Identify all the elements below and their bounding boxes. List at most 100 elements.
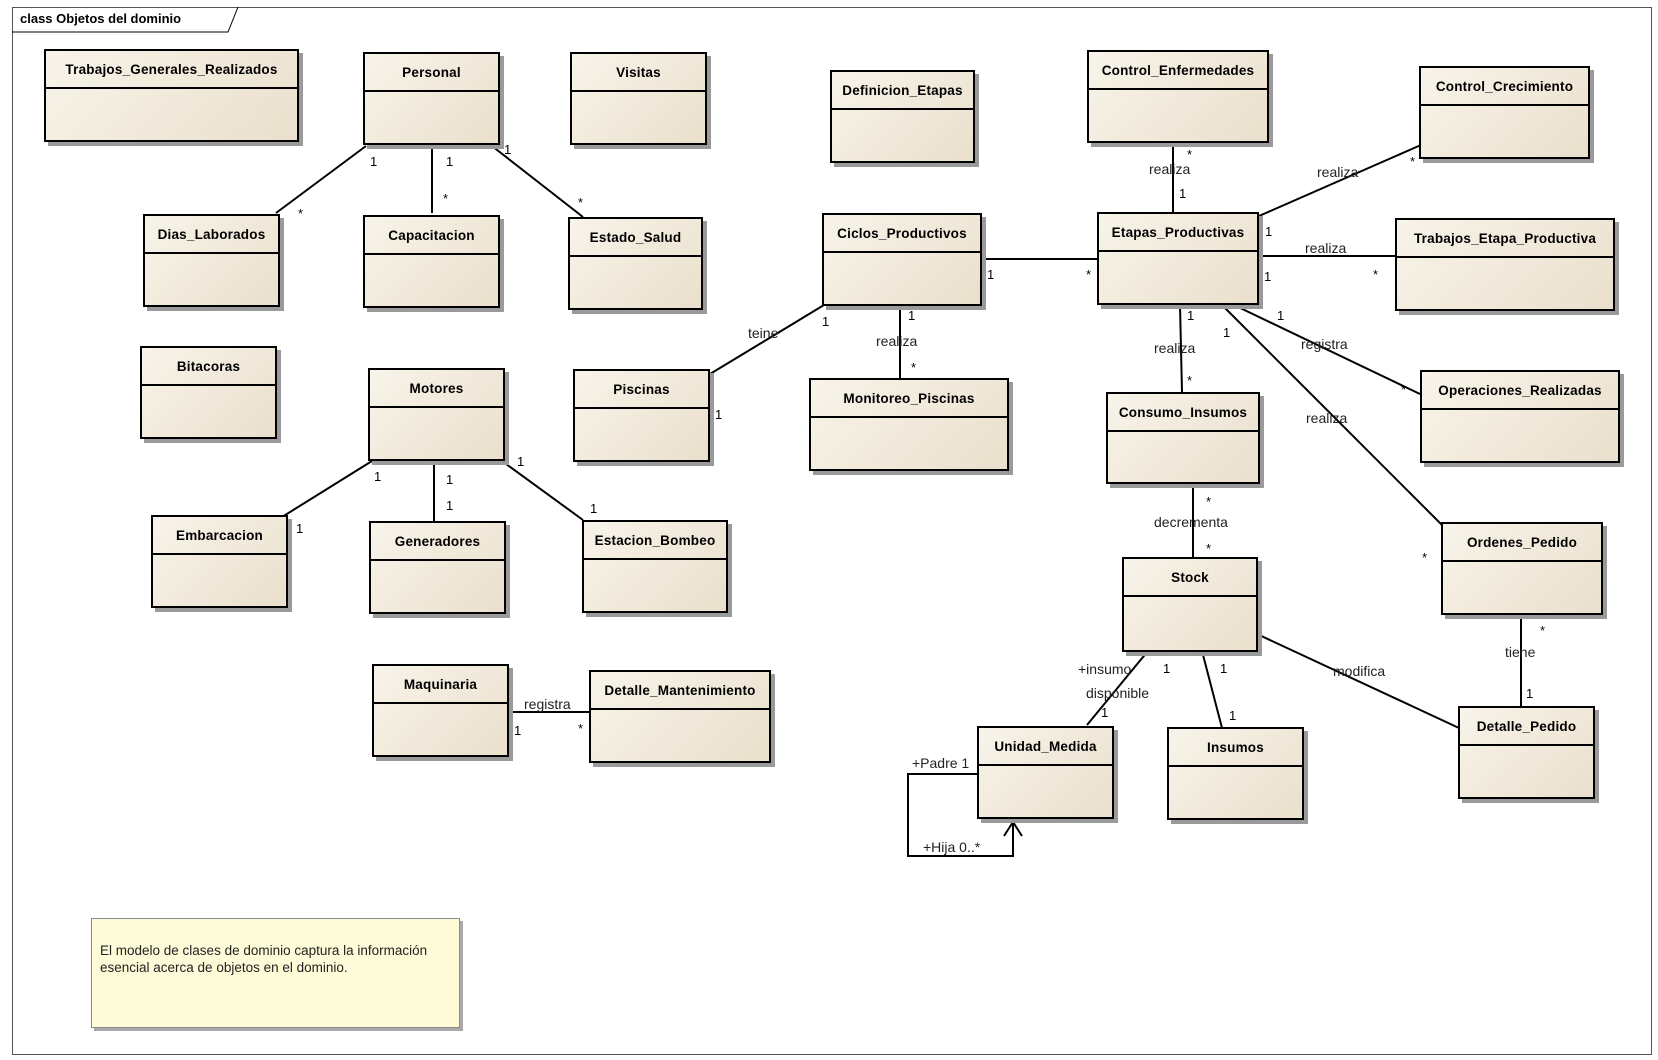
class-name: Stock <box>1124 559 1256 597</box>
multiplicity: 1 <box>1277 308 1285 323</box>
assoc-stock-unidad <box>1086 650 1149 726</box>
class-name: Definicion_Etapas <box>832 72 973 110</box>
label-disponible: disponible <box>1086 685 1150 701</box>
class-name: Control_Enfermedades <box>1089 52 1267 90</box>
frame-tab-border <box>12 6 239 33</box>
class-name: Capacitacion <box>365 217 498 255</box>
class-name: Personal <box>365 54 498 92</box>
class-control-enfermedades[interactable]: Control_Enfermedades <box>1087 50 1269 143</box>
class-unidad-medida[interactable]: Unidad_Medida <box>977 726 1114 819</box>
label-tiene: tiene <box>1505 644 1536 660</box>
class-detalle-pedido[interactable]: Detalle_Pedido <box>1458 706 1595 799</box>
class-name: Insumos <box>1169 729 1302 767</box>
multiplicity: 1 <box>1220 661 1228 676</box>
multiplicity: * <box>1401 382 1407 397</box>
note-text: El modelo de clases de dominio captura l… <box>100 943 428 975</box>
assoc-unidad-self-arrow <box>1003 820 1023 837</box>
assoc-motores-embarcacion <box>281 460 373 518</box>
label-hija-role: +Hija 0..* <box>923 839 981 855</box>
label-teine: teine <box>748 325 779 341</box>
multiplicity: * <box>578 721 584 736</box>
multiplicity: 1 <box>987 267 995 282</box>
class-operaciones-realizadas[interactable]: Operaciones_Realizadas <box>1420 370 1620 463</box>
class-ordenes-pedido[interactable]: Ordenes_Pedido <box>1441 522 1603 615</box>
multiplicity: 1 <box>446 498 454 513</box>
multiplicity: 1 <box>590 501 598 516</box>
class-estado-salud[interactable]: Estado_Salud <box>568 217 703 310</box>
class-piscinas[interactable]: Piscinas <box>573 369 710 462</box>
multiplicity: * <box>1540 623 1546 638</box>
assoc-etapas-ordenes <box>1221 304 1443 526</box>
assoc-etapas-crecimiento <box>1258 144 1422 217</box>
class-consumo-insumos[interactable]: Consumo_Insumos <box>1106 392 1260 484</box>
class-name: Piscinas <box>575 371 708 409</box>
label-realiza: realiza <box>1306 410 1348 426</box>
multiplicity: 1 <box>1229 708 1237 723</box>
class-name: Visitas <box>572 54 705 92</box>
class-motores[interactable]: Motores <box>368 368 505 461</box>
class-name: Maquinaria <box>374 666 507 704</box>
label-registra: registra <box>1301 336 1348 352</box>
class-name: Control_Crecimiento <box>1421 68 1588 106</box>
class-control-crecimiento[interactable]: Control_Crecimiento <box>1419 66 1590 159</box>
label-realiza: realiza <box>1154 340 1196 356</box>
class-visitas[interactable]: Visitas <box>570 52 707 145</box>
class-personal[interactable]: Personal <box>363 52 500 145</box>
class-trabajos-generales-realizados[interactable]: Trabajos_Generales_Realizados <box>44 49 299 142</box>
multiplicity: 1 <box>715 407 723 422</box>
class-ciclos-productivos[interactable]: Ciclos_Productivos <box>822 213 982 306</box>
multiplicity: 1 <box>1265 224 1273 239</box>
label-realiza: realiza <box>1149 161 1191 177</box>
label-modifica: modifica <box>1333 663 1386 679</box>
class-definicion-etapas[interactable]: Definicion_Etapas <box>830 70 975 163</box>
class-name: Estacion_Bombeo <box>584 522 726 560</box>
class-generadores[interactable]: Generadores <box>369 521 506 614</box>
multiplicity: * <box>1373 267 1379 282</box>
class-stock[interactable]: Stock <box>1122 557 1258 652</box>
class-capacitacion[interactable]: Capacitacion <box>363 215 500 308</box>
assoc-unidad-self <box>907 773 1014 857</box>
label-padre-role: +Padre 1 <box>912 755 970 771</box>
class-name: Embarcacion <box>153 517 286 555</box>
assoc-stock-detalle-pedido <box>1256 633 1460 729</box>
multiplicity: 1 <box>296 521 304 536</box>
class-dias-laborados[interactable]: Dias_Laborados <box>143 214 280 307</box>
class-monitoreo-piscinas[interactable]: Monitoreo_Piscinas <box>809 378 1009 471</box>
multiplicity: * <box>578 195 584 210</box>
class-name: Trabajos_Etapa_Productiva <box>1397 220 1613 258</box>
multiplicity: 1 <box>908 308 916 323</box>
assoc-etapas-consumo <box>1179 304 1183 393</box>
class-name: Etapas_Productivas <box>1099 214 1257 252</box>
class-name: Consumo_Insumos <box>1108 394 1258 432</box>
class-name: Operaciones_Realizadas <box>1422 372 1618 410</box>
multiplicity: 1 <box>374 469 382 484</box>
class-trabajos-etapa-productiva[interactable]: Trabajos_Etapa_Productiva <box>1395 218 1615 311</box>
class-detalle-mantenimiento[interactable]: Detalle_Mantenimiento <box>589 670 771 763</box>
multiplicity: 1 <box>1264 269 1272 284</box>
note <box>91 918 460 1028</box>
multiplicity: 1 <box>1526 686 1534 701</box>
class-name: Bitacoras <box>142 348 275 386</box>
class-name: Trabajos_Generales_Realizados <box>46 51 297 89</box>
class-estacion-bombeo[interactable]: Estacion_Bombeo <box>582 520 728 613</box>
assoc-personal-estado <box>491 145 584 218</box>
class-name: Unidad_Medida <box>979 728 1112 766</box>
multiplicity: * <box>1422 550 1428 565</box>
class-insumos[interactable]: Insumos <box>1167 727 1304 820</box>
assoc-personal-dias <box>275 145 367 214</box>
class-name: Generadores <box>371 523 504 561</box>
label-decrementa: decrementa <box>1154 514 1228 530</box>
multiplicity: 1 <box>1163 661 1171 676</box>
class-name: Ciclos_Productivos <box>824 215 980 253</box>
class-etapas-productivas[interactable]: Etapas_Productivas <box>1097 212 1259 305</box>
class-maquinaria[interactable]: Maquinaria <box>372 664 509 757</box>
class-name: Monitoreo_Piscinas <box>811 380 1007 418</box>
assoc-etapas-operaciones <box>1233 304 1421 395</box>
class-embarcacion[interactable]: Embarcacion <box>151 515 288 608</box>
frame-title: class Objetos del dominio <box>20 11 182 26</box>
class-name: Dias_Laborados <box>145 216 278 254</box>
label-insumo-role: +insumo <box>1078 661 1132 677</box>
class-name: Detalle_Pedido <box>1460 708 1593 746</box>
multiplicity: * <box>1187 373 1193 388</box>
class-bitacoras[interactable]: Bitacoras <box>140 346 277 439</box>
